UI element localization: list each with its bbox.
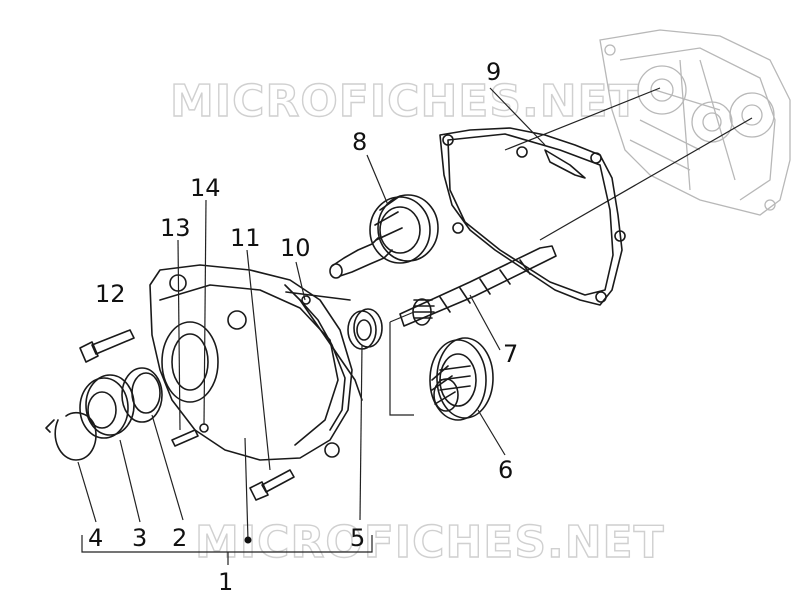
gasket <box>439 127 623 306</box>
transmission-cover <box>149 264 363 461</box>
bearing-5 <box>347 308 383 350</box>
leader-7 <box>469 294 501 351</box>
axis-line-7 <box>539 117 753 241</box>
leader-6 <box>477 409 506 456</box>
bolt-lower <box>249 469 295 501</box>
leader-8 <box>366 154 389 206</box>
leader-14 <box>203 199 207 426</box>
gearbox-housing <box>599 29 791 216</box>
leader-13 <box>177 239 181 431</box>
leader-1-cover <box>244 437 249 541</box>
circlip-4 <box>45 411 97 461</box>
assembly-bracket <box>81 535 373 553</box>
watermark-top: MICROFICHES.NET <box>170 76 640 127</box>
gasket-hole-3 <box>590 152 602 164</box>
gasket-tab <box>544 149 586 179</box>
gasket-hole-4 <box>614 230 626 242</box>
watermark-bottom: MICROFICHES.NET <box>195 517 665 568</box>
leader-11 <box>246 249 271 471</box>
axis-line-8 <box>504 87 661 151</box>
callout-14: 14 <box>190 174 221 202</box>
callout-1: 1 <box>218 568 233 596</box>
leader-9 <box>489 87 546 146</box>
gasket-hole-2 <box>516 146 528 158</box>
countershaft-7 <box>399 245 557 327</box>
callout-7: 7 <box>503 340 518 368</box>
callout-2: 2 <box>172 524 187 552</box>
callout-12: 12 <box>95 280 126 308</box>
gasket-hole-5 <box>595 291 607 303</box>
gear-6 <box>429 337 494 421</box>
callout-13: 13 <box>160 214 191 242</box>
gasket-hole-1 <box>442 134 454 146</box>
bearing-3 <box>79 374 135 439</box>
leader-1-dot <box>244 536 252 544</box>
leader-3 <box>119 439 141 523</box>
leader-2 <box>151 414 184 521</box>
leader-10 <box>295 261 306 301</box>
callout-8: 8 <box>352 128 367 156</box>
oil-seal-2 <box>121 321 219 423</box>
callout-11: 11 <box>230 224 261 252</box>
bolt-12 <box>79 329 135 363</box>
driven-gear-8 <box>329 194 439 279</box>
bracket-6-7 <box>389 311 415 416</box>
callout-9: 9 <box>486 58 501 86</box>
callout-5: 5 <box>350 524 365 552</box>
callout-3: 3 <box>132 524 147 552</box>
leader-4 <box>77 461 97 523</box>
callout-4: 4 <box>88 524 103 552</box>
leader-5 <box>359 344 363 521</box>
callout-6: 6 <box>498 456 513 484</box>
gasket-hole-6 <box>452 222 464 234</box>
callout-10: 10 <box>280 234 311 262</box>
